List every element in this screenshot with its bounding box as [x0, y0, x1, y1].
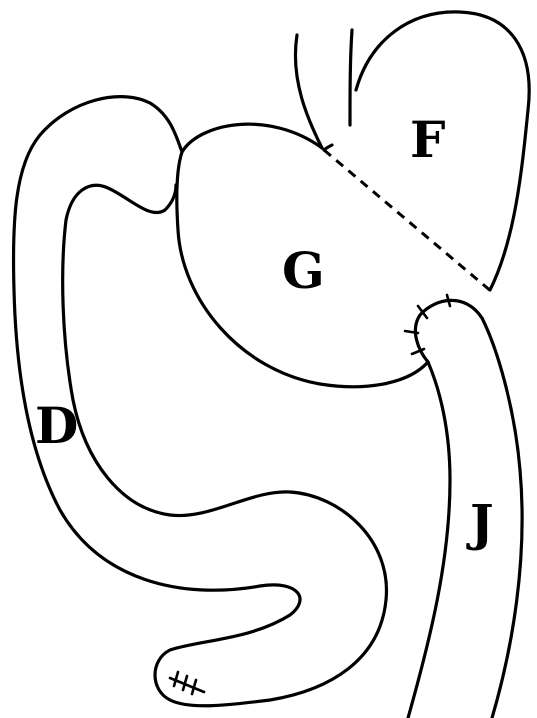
label-f: F	[410, 110, 446, 169]
label-g: G	[282, 241, 325, 300]
jejunum-outline	[408, 318, 522, 718]
anastomosis-sutures	[405, 295, 450, 354]
label-j: J	[466, 493, 494, 552]
anastomosis-outline	[415, 300, 482, 362]
staple-line	[324, 150, 492, 292]
label-d: D	[35, 396, 78, 455]
closed-end-sutures	[170, 672, 204, 694]
